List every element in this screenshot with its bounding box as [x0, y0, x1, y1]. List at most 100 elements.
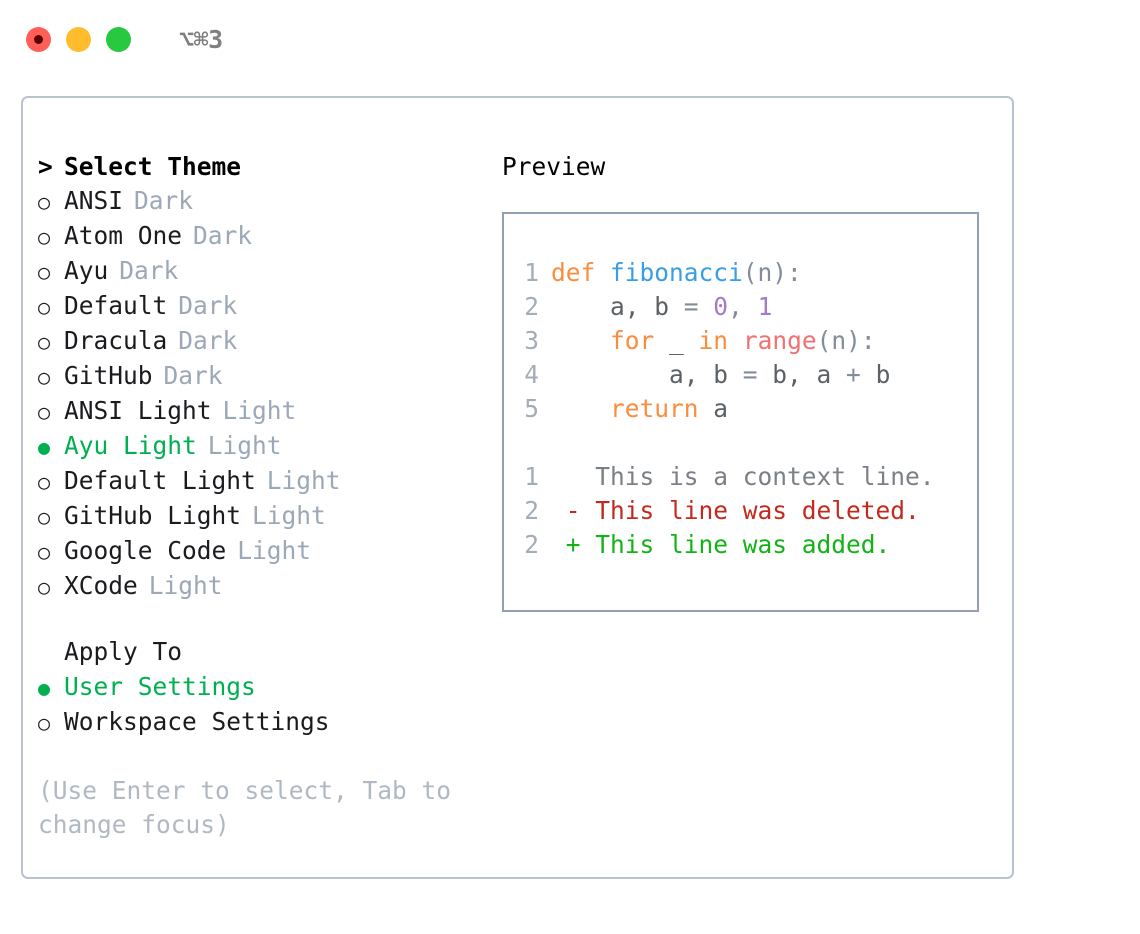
radio-unselected-icon: ○: [38, 540, 51, 564]
apply-to-options: ●User Settings○Workspace Settings: [38, 670, 498, 740]
radio-unselected-icon: ○: [38, 575, 51, 599]
window-controls: [26, 26, 131, 52]
apply-to-section: ○Apply To ●User Settings○Workspace Setti…: [38, 635, 498, 740]
code-token: (n):: [816, 326, 876, 355]
line-number: 4: [524, 360, 539, 389]
apply-to-option-label: Workspace Settings: [64, 707, 330, 736]
preview-title: Preview: [502, 152, 606, 181]
theme-name: GitHub Light: [64, 501, 242, 530]
theme-category-tag: Light: [237, 536, 312, 565]
theme-name: Ayu: [64, 256, 109, 285]
theme-list-item[interactable]: ○ Ayu Dark: [38, 254, 498, 289]
theme-category-tag: Dark: [134, 186, 194, 215]
apply-to-title: Apply To: [64, 637, 183, 666]
theme-name: Google Code: [64, 536, 227, 565]
radio-unselected-icon: ○: [38, 330, 51, 354]
radio-unselected-icon: ○: [38, 470, 51, 494]
select-theme-label: Select Theme: [64, 152, 242, 181]
code-token: [551, 394, 610, 423]
code-token: fibonacci: [610, 258, 743, 287]
code-line: 2 a, b = 0, 1: [522, 290, 935, 324]
theme-list-item[interactable]: ○ GitHub Light Light: [38, 499, 498, 534]
code-token: a: [713, 394, 729, 423]
code-token: b: [875, 360, 891, 389]
radio-unselected-icon: ○: [38, 505, 51, 529]
radio-unselected-icon: ○: [38, 295, 51, 319]
apply-to-option-label: User Settings: [64, 672, 256, 701]
code-token: return: [610, 394, 714, 423]
line-number: 1: [524, 462, 539, 491]
theme-name: Dracula: [64, 326, 168, 355]
apply-to-title-row: ○Apply To: [38, 635, 498, 670]
theme-list-item[interactable]: ● Ayu Light Light: [38, 429, 498, 464]
diff-line: 2 - This line was deleted.: [522, 494, 935, 528]
theme-list-item[interactable]: ○ Default Light Light: [38, 464, 498, 499]
code-token: =: [742, 360, 773, 389]
theme-list-item[interactable]: ○ ANSI Dark: [38, 184, 498, 219]
apply-to-option[interactable]: ○Workspace Settings: [38, 705, 498, 740]
diff-text: - This line was deleted.: [551, 496, 920, 525]
line-number: 2: [524, 530, 539, 559]
theme-category-tag: Light: [207, 431, 282, 460]
radio-unselected-icon: ○: [38, 260, 51, 284]
maximize-button[interactable]: [106, 26, 131, 52]
radio-selected-icon: ●: [38, 435, 51, 459]
theme-name: Atom One: [64, 221, 183, 250]
theme-list-item[interactable]: ○ Dracula Dark: [38, 324, 498, 359]
theme-category-tag: Light: [252, 501, 326, 530]
code-line: 3 for _ in range(n):: [522, 324, 935, 358]
theme-category-tag: Dark: [119, 256, 179, 285]
code-token: for: [610, 326, 670, 355]
theme-name: Ayu Light: [64, 431, 197, 460]
line-number: 3: [524, 326, 539, 355]
radio-unselected-icon: ○: [38, 365, 51, 389]
theme-name: ANSI: [64, 186, 124, 215]
line-number: 5: [524, 394, 539, 423]
apply-to-option[interactable]: ●User Settings: [38, 670, 498, 705]
code-token: b, a: [772, 360, 847, 389]
theme-name: XCode: [64, 571, 138, 600]
code-token: def: [551, 258, 611, 287]
code-token: (n):: [742, 258, 802, 287]
diff-text: This is a context line.: [551, 462, 935, 491]
code-token: 0: [713, 292, 729, 321]
theme-category-tag: Light: [222, 396, 297, 425]
code-token: range: [742, 326, 817, 355]
titlebar: ⌥⌘3: [0, 0, 1140, 78]
code-token: =: [683, 292, 714, 321]
theme-category-tag: Dark: [163, 361, 223, 390]
line-number: 2: [524, 496, 539, 525]
theme-name: GitHub: [64, 361, 153, 390]
theme-name: Default Light: [64, 466, 256, 495]
radio-unselected-icon: ○: [38, 190, 51, 214]
minimize-button[interactable]: [66, 26, 91, 52]
code-line: 4 a, b = b, a + b: [522, 358, 935, 392]
theme-name: Default: [64, 291, 168, 320]
close-button[interactable]: [26, 26, 51, 52]
code-line: 5 return a: [522, 392, 935, 426]
diff-text: + This line was added.: [551, 530, 891, 559]
theme-list-item[interactable]: ○ Google Code Light: [38, 534, 498, 569]
theme-list-item[interactable]: ○ GitHub Dark: [38, 359, 498, 394]
theme-category-tag: Dark: [193, 221, 253, 250]
code-token: ,: [728, 292, 758, 321]
radio-unselected-icon: ○: [38, 400, 51, 424]
code-token: +: [846, 360, 876, 389]
diff-line: 1 This is a context line.: [522, 460, 935, 494]
theme-category-tag: Light: [266, 466, 341, 495]
code-token: a, b: [551, 292, 684, 321]
caret-icon: >: [38, 152, 53, 181]
keyboard-shortcut-label: ⌥⌘3: [179, 24, 223, 54]
theme-category-tag: Dark: [178, 326, 238, 355]
